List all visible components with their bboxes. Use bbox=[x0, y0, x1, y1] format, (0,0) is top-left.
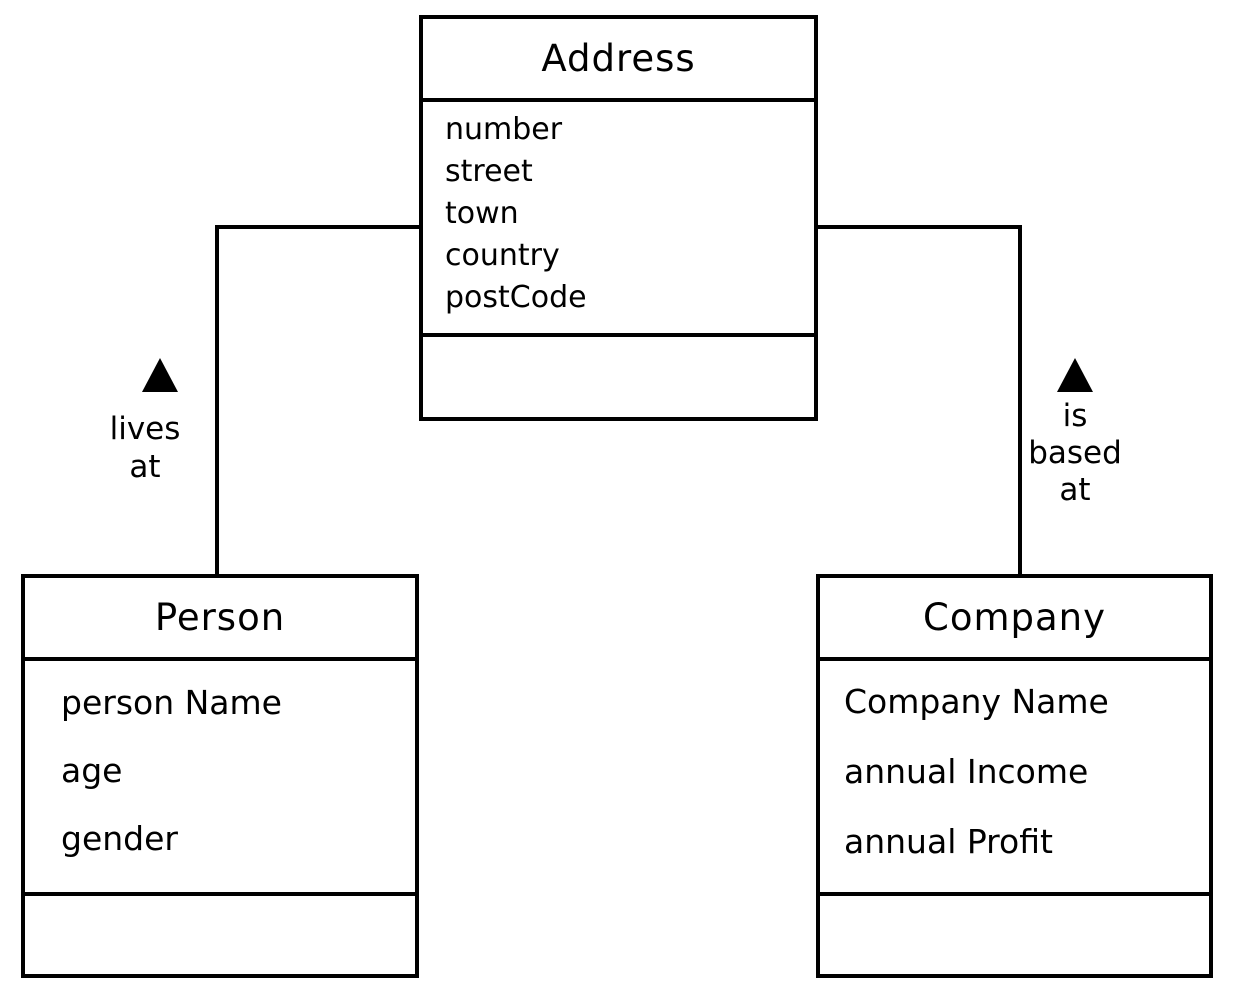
attributes-compartment-address: number street town country postCode bbox=[423, 102, 814, 337]
class-title-company: Company bbox=[820, 578, 1209, 662]
association-line-person-address-horizontal bbox=[215, 225, 421, 229]
attribute-row: street bbox=[445, 154, 533, 190]
class-title-address: Address bbox=[423, 19, 814, 103]
attribute-row: person Name bbox=[61, 683, 282, 723]
class-title-person: Person bbox=[25, 578, 415, 662]
association-label-lives-at: lives at bbox=[109, 411, 181, 485]
association-label-is-based-at: is based at bbox=[1028, 398, 1122, 508]
association-line-company-address-vertical bbox=[1018, 225, 1022, 575]
methods-compartment-address bbox=[423, 337, 814, 417]
association-line-person-address-vertical bbox=[215, 227, 219, 575]
attribute-row: country bbox=[445, 238, 560, 274]
methods-compartment-company bbox=[820, 896, 1209, 974]
attribute-row: annual Income bbox=[844, 752, 1089, 792]
attribute-row: number bbox=[445, 112, 563, 148]
attribute-row: annual Profit bbox=[844, 822, 1053, 862]
class-box-company: Company Company Name annual Income annua… bbox=[816, 574, 1213, 978]
methods-compartment-person bbox=[25, 896, 415, 974]
association-line-company-address-horizontal bbox=[815, 225, 1022, 229]
attribute-row: age bbox=[61, 751, 123, 791]
attribute-row: gender bbox=[61, 819, 178, 859]
class-box-address: Address number street town country postC… bbox=[419, 15, 818, 421]
reading-direction-triangle-icon bbox=[1057, 358, 1093, 392]
reading-direction-triangle-icon bbox=[142, 358, 178, 392]
attributes-compartment-person: person Name age gender bbox=[25, 661, 415, 896]
attributes-compartment-company: Company Name annual Income annual Profit bbox=[820, 661, 1209, 896]
attribute-row: postCode bbox=[445, 280, 587, 316]
class-box-person: Person person Name age gender bbox=[21, 574, 419, 978]
attribute-row: town bbox=[445, 196, 519, 232]
attribute-row: Company Name bbox=[844, 682, 1109, 722]
